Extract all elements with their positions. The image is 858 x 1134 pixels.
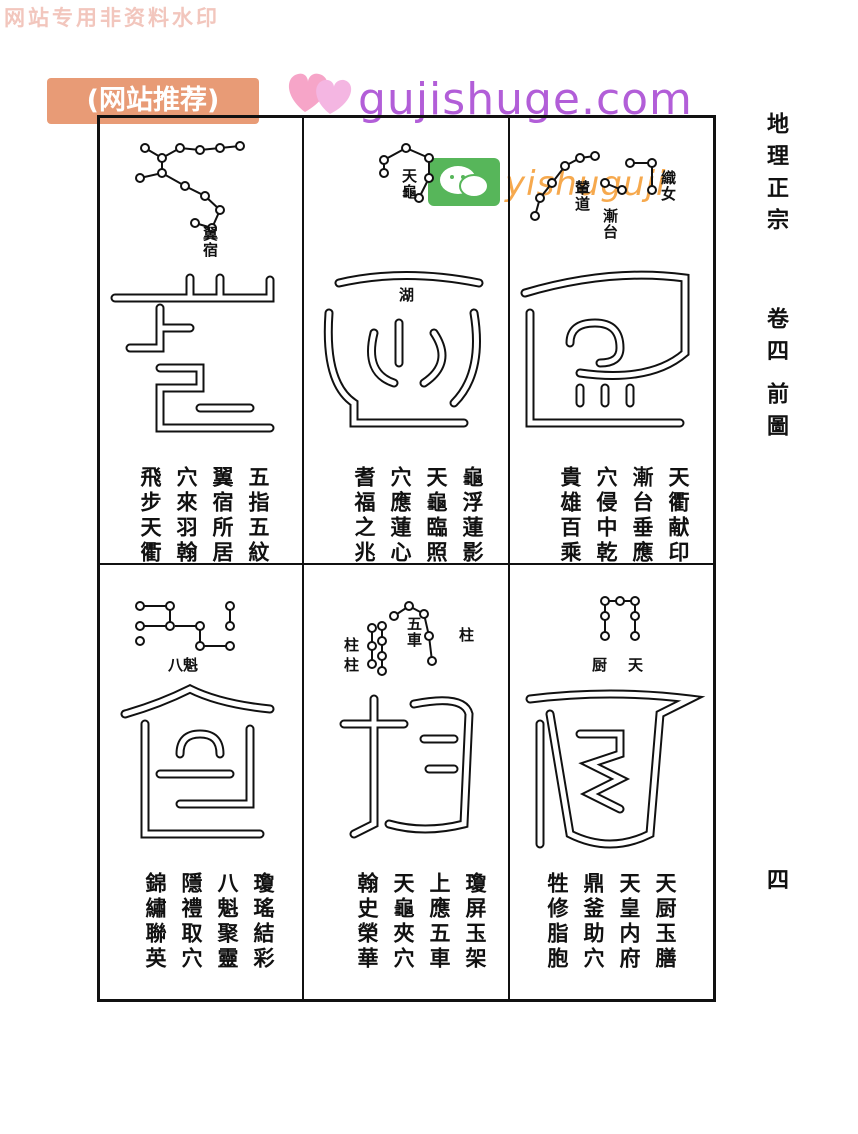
star-label: 織女	[659, 170, 677, 202]
verse-text: 瓊屏玉架 上應五車 天龜夾穴 翰史榮華	[352, 872, 490, 972]
terrain-diagram	[120, 684, 275, 839]
star-chart-diagram	[367, 601, 437, 676]
star-label: 漸台	[601, 208, 619, 240]
verse-line: 天衢献印	[666, 466, 691, 566]
verse-line: 天厨玉膳	[653, 872, 678, 972]
verse-text: 瓊瑤結彩 八魁聚靈 隱禮取穴 錦繡聯英	[140, 872, 278, 972]
terrain-diagram	[339, 694, 474, 839]
verse-line: 上應五車	[427, 872, 452, 972]
verse-line: 耆福之兆	[352, 466, 377, 566]
panel-2: 天龜 湖 龜浮蓮影 天龜臨照 穴應蓮心 耆福之兆	[304, 118, 508, 566]
terrain-diagram	[520, 270, 690, 428]
star-label: 八魁	[168, 656, 199, 674]
verse-line: 瓊屏玉架	[463, 872, 488, 972]
verse-line: 龜浮蓮影	[460, 466, 485, 566]
page-frame	[97, 115, 716, 1002]
terrain-diagram	[525, 689, 706, 849]
volume-label: 卷四	[763, 307, 789, 371]
star-chart-diagram	[600, 596, 640, 641]
star-label: 柱	[344, 636, 360, 654]
wechat-icon	[428, 158, 500, 206]
verse-line: 鼎釜助穴	[581, 872, 606, 972]
verse-line: 翼宿所居	[210, 466, 235, 566]
verse-text: 龜浮蓮影 天龜臨照 穴應蓮心 耆福之兆	[349, 466, 487, 566]
verse-line: 漸台垂應	[630, 466, 655, 566]
star-chart-diagram	[135, 601, 235, 651]
star-label: 柱	[459, 626, 475, 644]
verse-line: 錦繡聯英	[143, 872, 168, 972]
star-chart-diagram	[135, 141, 245, 233]
verse-line: 飛步天衢	[138, 466, 163, 566]
watermark-top-text: 网站专用非资料水印	[4, 6, 220, 30]
hearts-icon	[288, 73, 352, 114]
verse-text: 天衢献印 漸台垂應 穴侵中乾 貴雄百乘	[555, 466, 693, 566]
grid-divider	[97, 563, 716, 565]
star-label: 五車	[405, 616, 423, 648]
star-label: 輦道	[573, 180, 591, 212]
panel-3: 織女 輦道 漸台 天衢献印 漸台垂應 穴侵中乾 貴雄百乘	[510, 118, 714, 566]
verse-line: 牲修脂胞	[545, 872, 570, 972]
verse-line: 翰史榮華	[355, 872, 380, 972]
star-label: 厨	[592, 656, 608, 674]
watermark-site-2: yishuguji	[505, 164, 667, 204]
verse-line: 五指五紋	[246, 466, 271, 566]
panel-5: 五車 柱 柱 柱 瓊屏玉架 上應五車 天龜夾穴 翰史榮華	[304, 566, 508, 1000]
grid-divider	[508, 115, 510, 1002]
star-chart-diagram	[530, 151, 657, 221]
verse-text: 五指五紋 翼宿所居 穴來羽翰 飛步天衢	[135, 466, 273, 566]
verse-line: 天龜臨照	[424, 466, 449, 566]
verse-line: 瓊瑤結彩	[251, 872, 276, 972]
grid-divider	[302, 115, 304, 1002]
book-title: 地理正宗	[763, 112, 789, 240]
star-label: 天龜	[400, 168, 418, 200]
verse-line: 天皇内府	[617, 872, 642, 972]
star-chart-diagram	[379, 143, 434, 203]
verse-line: 穴應蓮心	[388, 466, 413, 566]
verse-line: 天龜夾穴	[391, 872, 416, 972]
terrain-diagram	[110, 273, 275, 433]
star-label: 柱	[344, 656, 360, 674]
panel-4: 八魁 瓊瑤結彩 八魁聚靈 隱禮取穴 錦繡聯英	[100, 566, 302, 1000]
lake-label: 湖	[399, 286, 415, 304]
verse-line: 貴雄百乘	[558, 466, 583, 566]
section-label: 前圖	[763, 382, 789, 446]
panel-1: 翼宿 五指五紋 翼宿所居 穴來羽翰 飛步天衢	[100, 118, 302, 566]
panel-6: 天 厨 天厨玉膳 天皇内府 鼎釜助穴 牲修脂胞	[510, 566, 714, 1000]
star-label: 翼宿	[201, 226, 219, 258]
verse-line: 八魁聚靈	[215, 872, 240, 972]
verse-line: 穴來羽翰	[174, 466, 199, 566]
verse-line: 隱禮取穴	[179, 872, 204, 972]
star-label: 天	[628, 656, 644, 674]
page-number: 四	[763, 868, 789, 900]
terrain-diagram	[323, 271, 484, 428]
verse-text: 天厨玉膳 天皇内府 鼎釜助穴 牲修脂胞	[542, 872, 680, 972]
verse-line: 穴侵中乾	[594, 466, 619, 566]
